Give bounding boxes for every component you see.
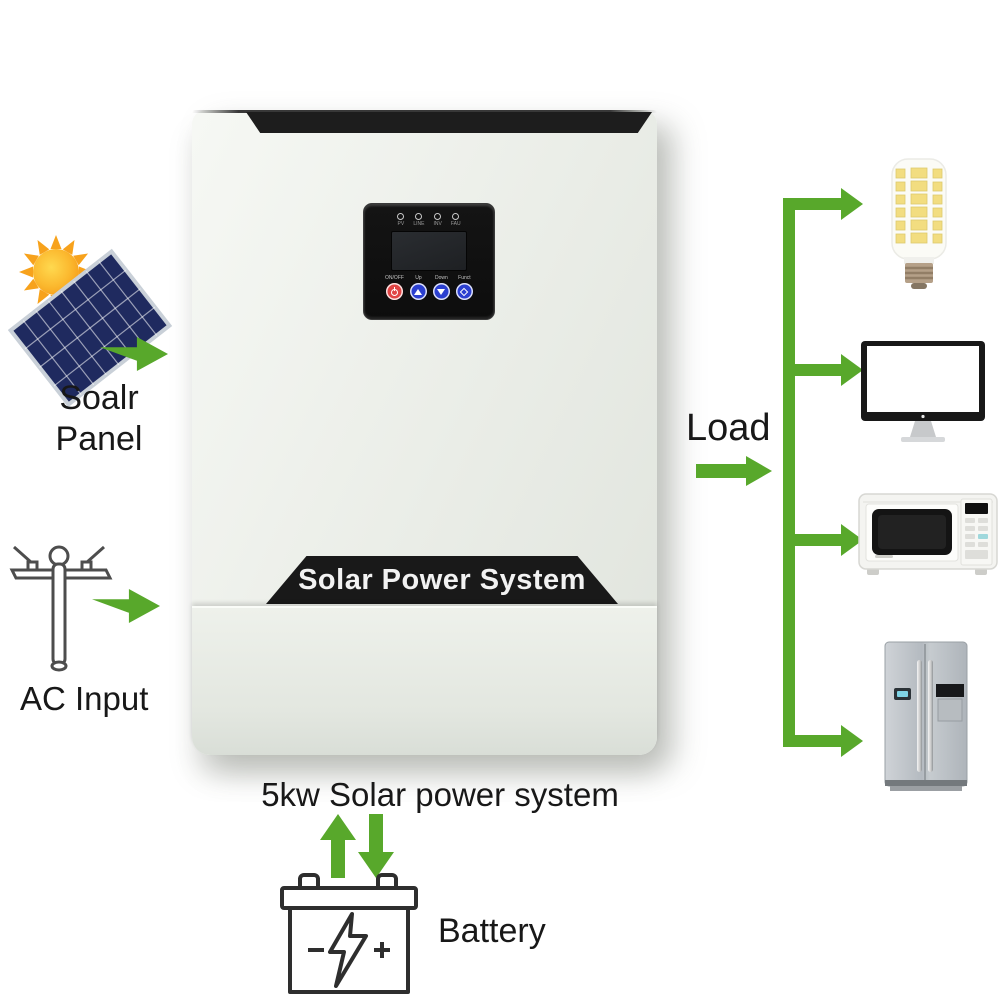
solar-panel-label-line1: Soalr — [59, 379, 139, 417]
inverter-button-row: ON/OFF Up Down Funct — [364, 275, 494, 300]
system-title: 5kw Solar power system — [261, 776, 619, 813]
down-arrow-icon — [432, 283, 450, 300]
led-indicator-row: PV LINE INV FAU — [364, 204, 494, 227]
inverter-lower-section — [192, 606, 657, 755]
ac-to-inverter-arrow-icon — [92, 589, 160, 623]
pv-panel-icon — [8, 248, 173, 408]
battery-plus-symbol — [374, 942, 390, 958]
battery-icon — [280, 873, 418, 994]
microwave-icon — [858, 493, 998, 575]
led-fault: FAU — [451, 213, 461, 227]
down-button: Down — [432, 275, 450, 300]
led-dot-icon — [434, 213, 442, 220]
monitor-icon — [861, 341, 985, 442]
funct-button: Funct — [455, 275, 473, 300]
up-arrow-icon — [409, 283, 427, 300]
inverter-brand-text: Solar Power System — [298, 563, 586, 596]
led-line: LINE — [413, 213, 425, 227]
led-dot-icon — [415, 213, 423, 220]
solar-to-inverter-arrow-icon — [100, 337, 168, 371]
led-dot-icon — [397, 213, 405, 220]
load-distribution-arrows-icon — [696, 188, 863, 757]
down-arrow-icon — [358, 814, 394, 878]
battery-exchange-arrows-icon — [320, 814, 394, 878]
ac-input-label: AC Input — [20, 680, 149, 717]
led-pv: PV — [397, 213, 405, 227]
inverter-brand-band: Solar Power System — [266, 556, 618, 604]
inverter-top-band — [246, 112, 652, 133]
power-icon — [385, 283, 403, 300]
lightning-bolt-icon — [328, 912, 368, 988]
up-button: Up — [409, 275, 427, 300]
inverter-unit: PV LINE INV FAU ON/OFF — [192, 110, 657, 755]
inverter-top-edge — [192, 110, 657, 113]
utility-pole-icon — [9, 545, 113, 672]
load-label: Load — [686, 407, 771, 449]
led-bulb-icon — [891, 158, 947, 289]
lcd-screen — [391, 231, 467, 271]
diamond-icon — [455, 283, 473, 300]
inverter-control-panel: PV LINE INV FAU ON/OFF — [363, 203, 495, 320]
led-inv: INV — [434, 213, 442, 227]
solar-panel-label-line2: Panel — [55, 420, 143, 458]
solar-panel-sun-icon — [8, 235, 173, 408]
battery-label: Battery — [438, 912, 546, 950]
solar-panel-label: Soalr Panel — [34, 378, 164, 460]
led-dot-icon — [452, 213, 460, 220]
refrigerator-icon — [884, 641, 968, 791]
onoff-button: ON/OFF — [385, 275, 404, 300]
up-arrow-icon — [320, 814, 356, 878]
